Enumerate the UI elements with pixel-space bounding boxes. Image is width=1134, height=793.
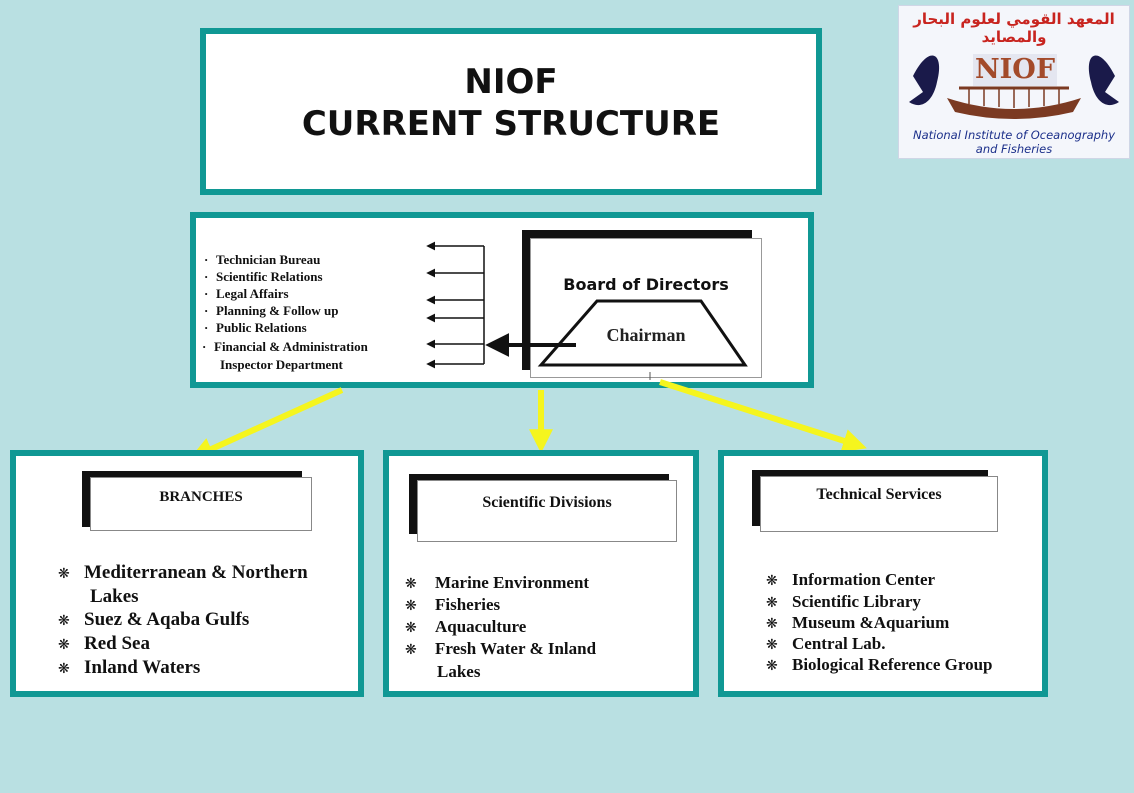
dept-item: Scientific Relations <box>204 269 322 285</box>
scientific-item: Fisheries <box>435 595 501 614</box>
logo-arabic-text: المعهد القومي لعلوم البحار والمصايد <box>913 10 1115 46</box>
dept-item: Legal Affairs <box>204 286 289 302</box>
bullet-icon: ❋ <box>58 566 70 582</box>
dept-item: Planning & Follow up <box>204 303 338 319</box>
bullet-icon: ❋ <box>766 616 778 632</box>
scientific-header-card: Scientific Divisions <box>417 480 677 542</box>
technical-item: Scientific Library <box>792 592 921 611</box>
department-arrows <box>426 241 485 369</box>
bullet-icon: ❋ <box>766 573 778 589</box>
branch-item: Red Sea <box>84 633 150 654</box>
bullet-icon: ❋ <box>405 620 417 636</box>
branch-item: Lakes <box>90 586 139 607</box>
niof-logo: المعهد القومي لعلوم البحار والمصايد NIOF… <box>898 5 1130 159</box>
logo-caption: National Institute of Oceanography and F… <box>912 128 1116 156</box>
branches-header: BRANCHES <box>159 489 243 505</box>
title-line-1: NIOF <box>464 62 558 102</box>
dept-item: Public Relations <box>204 320 307 336</box>
logo-emblem-icon <box>909 54 1119 119</box>
bullet-icon: ❋ <box>766 658 778 674</box>
branches-header-card: BRANCHES <box>90 477 312 531</box>
title-line-2: CURRENT STRUCTURE <box>301 104 721 144</box>
branches-box: BRANCHES ❋ Mediterranean & Northern Lake… <box>10 450 364 697</box>
management-box: Technician Bureau Scientific Relations L… <box>190 212 814 388</box>
dept-item: Technician Bureau <box>204 252 320 268</box>
scientific-item: Lakes <box>437 662 481 681</box>
dept-item: Inspector Department <box>220 357 343 372</box>
bullet-icon: ❋ <box>405 598 417 614</box>
bullet-icon: ❋ <box>405 642 417 658</box>
technical-item: Biological Reference Group <box>792 655 993 674</box>
technical-item: Information Center <box>792 570 936 589</box>
scientific-item: Aquaculture <box>435 617 527 636</box>
bullet-icon: ❋ <box>766 595 778 611</box>
technical-item: Museum &Aquarium <box>792 613 950 632</box>
technical-item: Central Lab. <box>792 634 886 653</box>
branch-item: Suez & Aqaba Gulfs <box>84 609 250 630</box>
scientific-header: Scientific Divisions <box>482 494 612 511</box>
bullet-icon: ❋ <box>405 576 417 592</box>
technical-header-card: Technical Services <box>760 476 998 532</box>
scientific-item: Fresh Water & Inland <box>435 639 597 658</box>
scientific-item: Marine Environment <box>435 573 590 592</box>
board-of-directors-label: Board of Directors <box>563 275 729 294</box>
logo-acronym: NIOF <box>975 54 1055 85</box>
title-box: NIOF CURRENT STRUCTURE <box>200 28 822 195</box>
yellow-connectors <box>189 379 867 461</box>
bullet-icon: ❋ <box>58 637 70 653</box>
bullet-icon: ❋ <box>766 637 778 653</box>
bullet-icon: ❋ <box>58 661 70 677</box>
bullet-icon: ❋ <box>58 613 70 629</box>
dept-item: Financial & Administration <box>202 339 368 355</box>
chairman-label: Chairman <box>606 325 686 345</box>
technical-services-box: Technical Services ❋ Information Center … <box>718 450 1048 697</box>
branch-item: Inland Waters <box>84 657 201 678</box>
branch-item: Mediterranean & Northern <box>84 562 308 583</box>
technical-header: Technical Services <box>816 486 942 503</box>
board-card: Board of Directors Chairman <box>530 238 762 378</box>
scientific-divisions-box: Scientific Divisions ❋ Marine Environmen… <box>383 450 699 697</box>
